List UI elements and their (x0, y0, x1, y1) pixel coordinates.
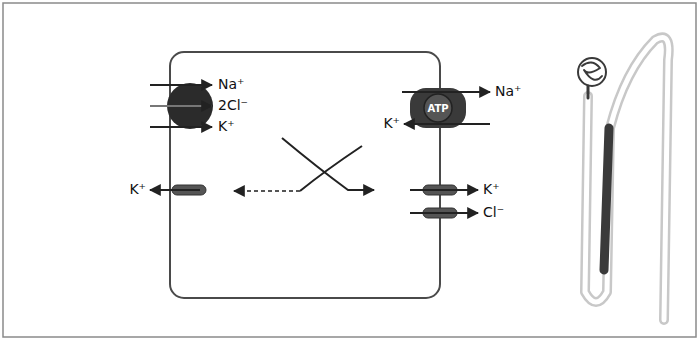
atpase-pump (410, 88, 466, 128)
pump-label: ATP (427, 103, 448, 114)
ion-label: Na⁺ (495, 84, 521, 99)
ion-label: Cl⁻ (483, 205, 504, 220)
cell-outline (170, 52, 440, 298)
ion-label: K⁺ (383, 116, 400, 131)
ion-label: K⁺ (129, 182, 146, 197)
ion-label: 2Cl⁻ (218, 98, 248, 113)
ion-label: Na⁺ (218, 77, 244, 92)
frame (3, 3, 696, 337)
ion-label: K⁺ (218, 119, 235, 134)
nephron-illustration (578, 38, 669, 321)
ion-label: K⁺ (483, 182, 500, 197)
atp-circle: ATP (423, 93, 453, 123)
